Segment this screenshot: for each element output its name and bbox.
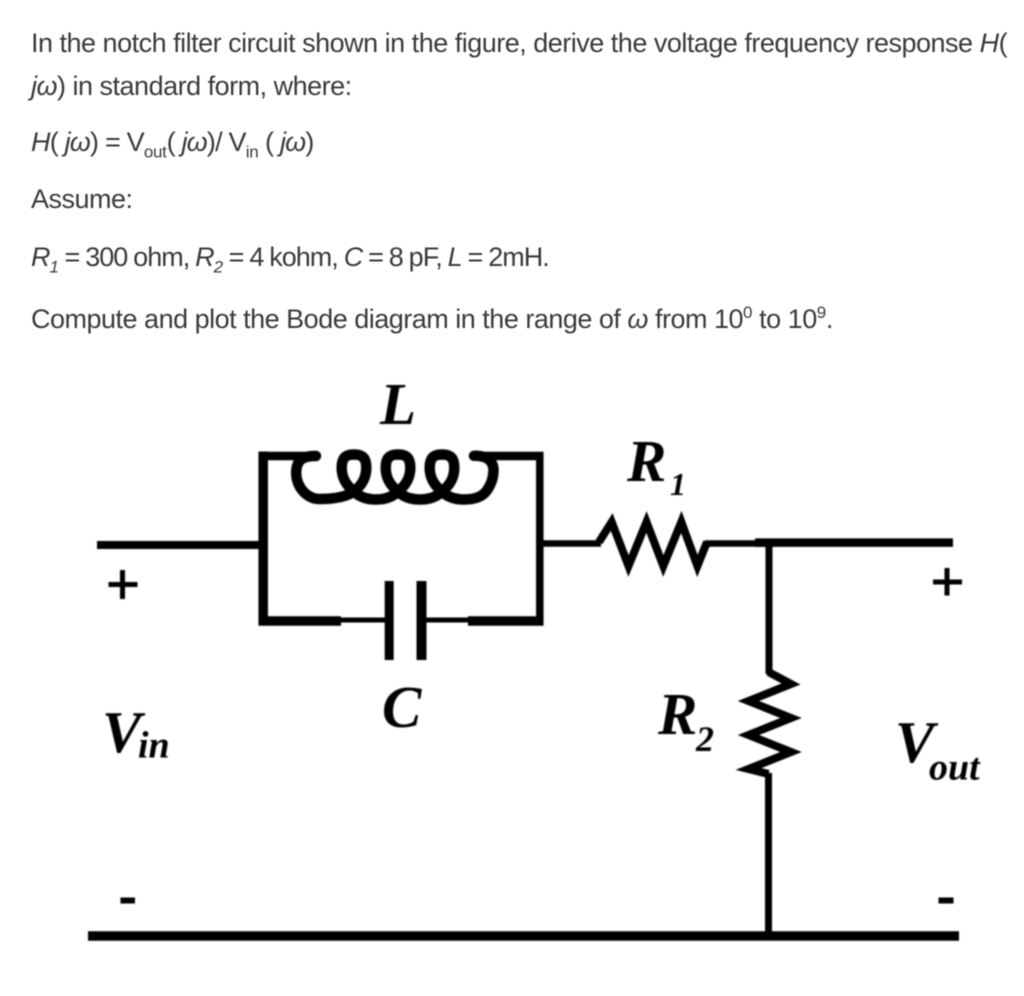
svg-text:R: R bbox=[657, 681, 697, 747]
svg-text:R: R bbox=[626, 428, 666, 494]
svg-text:L: L bbox=[379, 371, 416, 437]
svg-text:C: C bbox=[382, 674, 422, 740]
svg-text:1: 1 bbox=[670, 466, 686, 502]
svg-text:out: out bbox=[929, 747, 981, 789]
svg-text:in: in bbox=[138, 725, 170, 767]
svg-text:V: V bbox=[895, 709, 939, 775]
svg-text:V: V bbox=[102, 699, 146, 765]
svg-text:2: 2 bbox=[695, 719, 714, 759]
